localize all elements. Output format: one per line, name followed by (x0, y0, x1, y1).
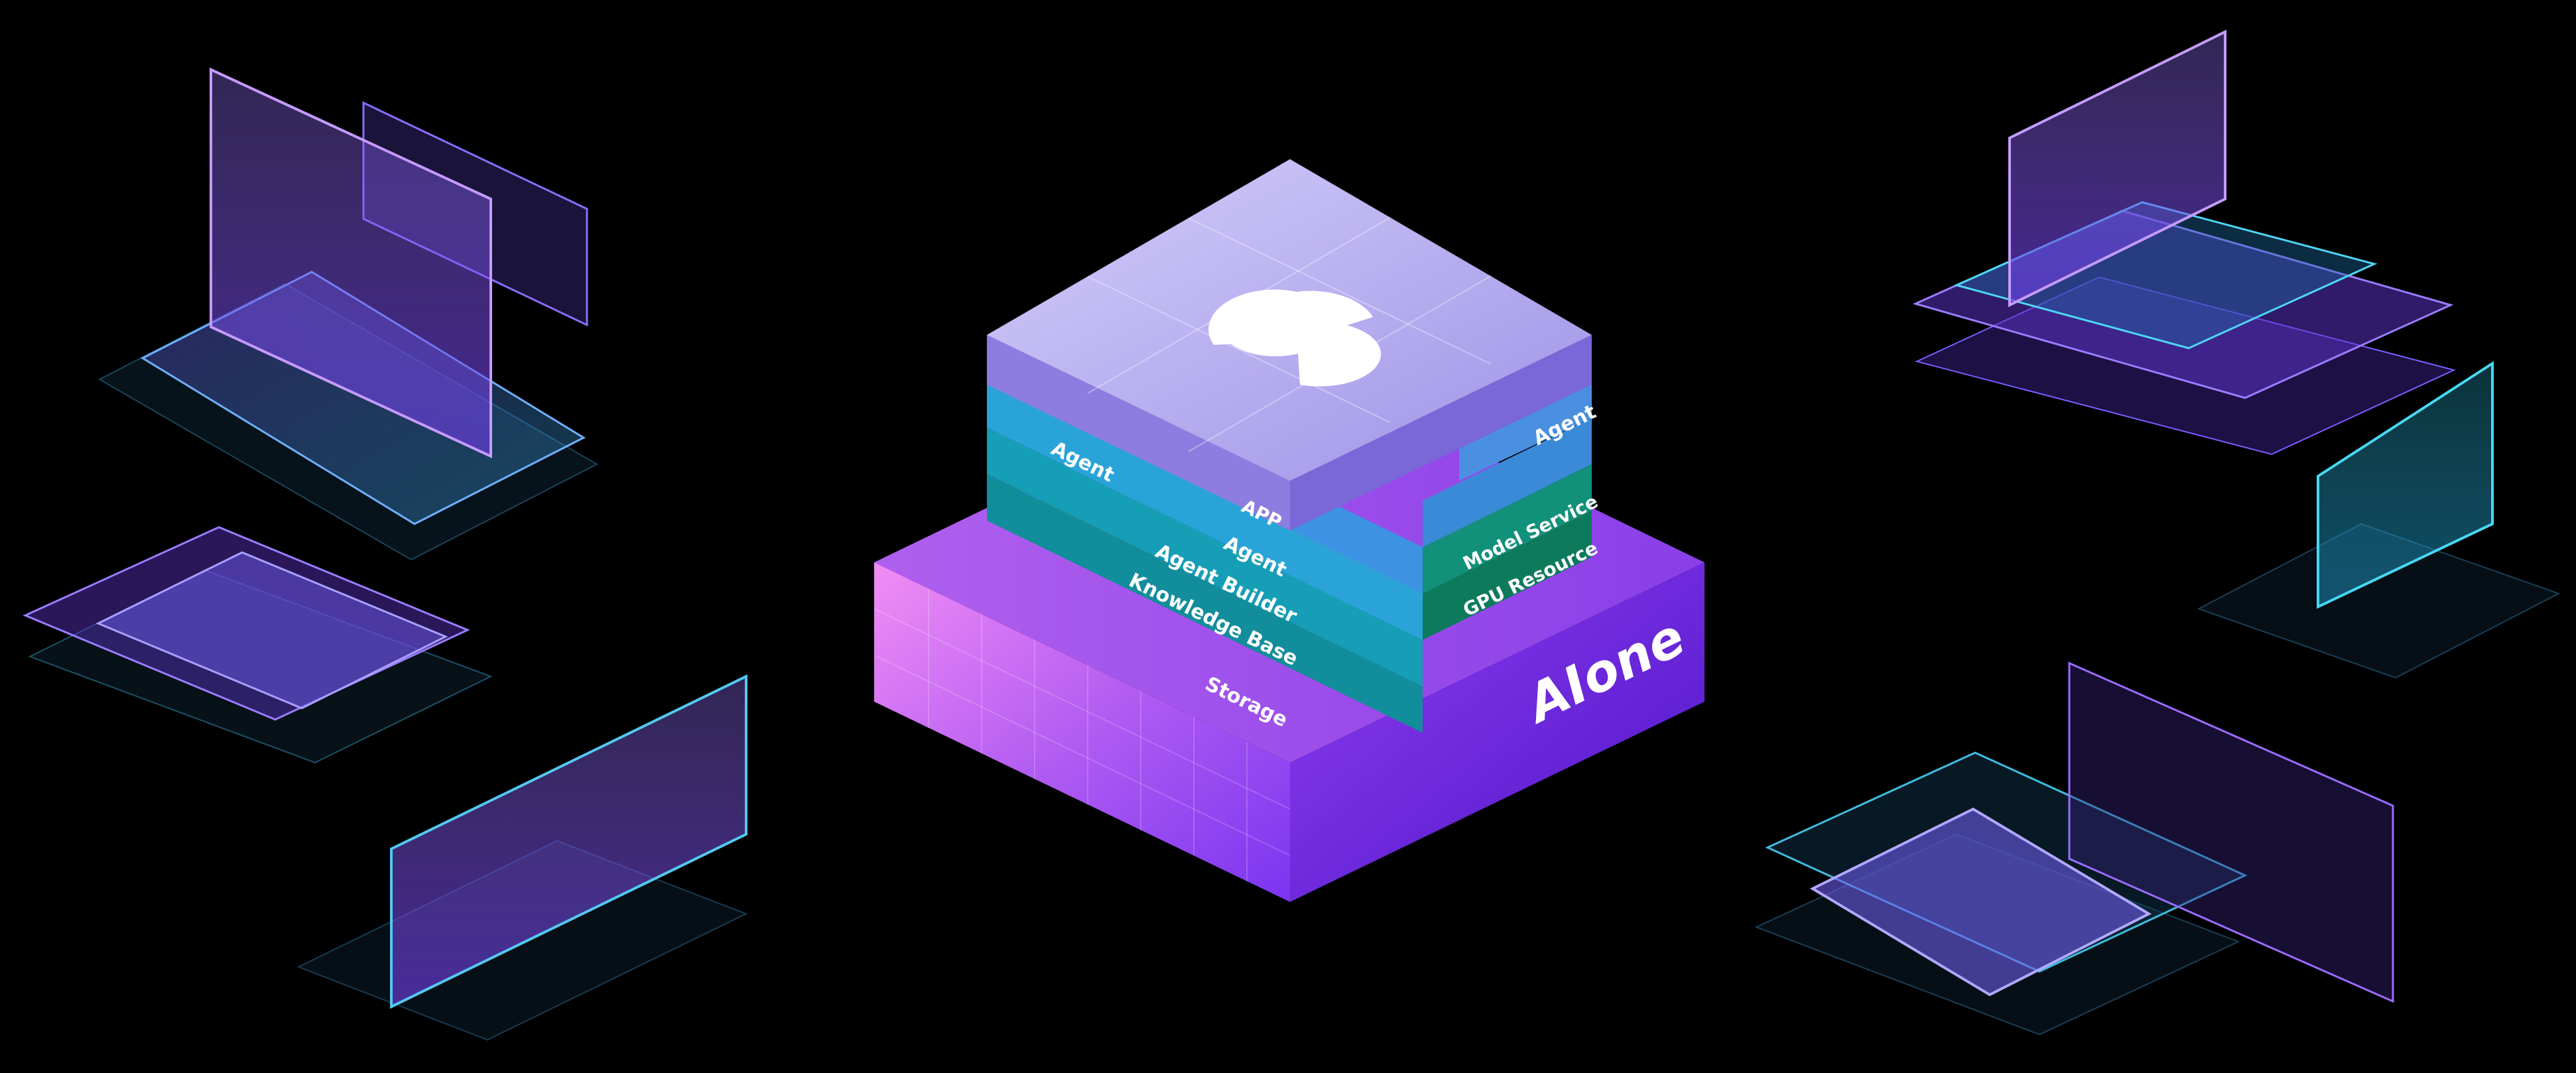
back-purple-panel (2068, 661, 2394, 1003)
storage-layer-left (987, 474, 1423, 733)
platform-stack: Agent APP Agent Agent Builder Knowledge … (873, 159, 1705, 902)
right-decor-group-bottom (1754, 661, 2394, 1036)
front-glass-panel (210, 67, 492, 459)
left-decor-group-bottom (296, 674, 748, 1041)
agent-layer-right (1423, 418, 1592, 547)
left-decor-group-mid (23, 526, 493, 764)
top-slab-left-face (987, 335, 1290, 531)
model-layer-right (1423, 464, 1592, 594)
base-right-face (1290, 562, 1705, 902)
glass-plate (1809, 807, 2152, 997)
right-decor-group-mid (2197, 361, 2561, 679)
builder-layer-left (987, 381, 1423, 640)
gpu-layer-right (1423, 511, 1592, 640)
front-glass-panel (2008, 29, 2226, 308)
grid-plate (96, 551, 448, 710)
base-grid (873, 589, 1291, 881)
pie-chart-icon (1208, 289, 1382, 387)
floor-plate (2197, 523, 2561, 679)
left-decor-group-top (97, 67, 599, 561)
cyan-panel (2317, 361, 2494, 609)
cyan-purple-panel (390, 674, 747, 1009)
base-left-face (874, 562, 1290, 902)
right-decor-group-top (1912, 29, 2456, 456)
knowledge-layer-left (987, 428, 1423, 686)
agent-right-block (1459, 375, 1592, 481)
top-slab-right-face (1290, 335, 1592, 531)
